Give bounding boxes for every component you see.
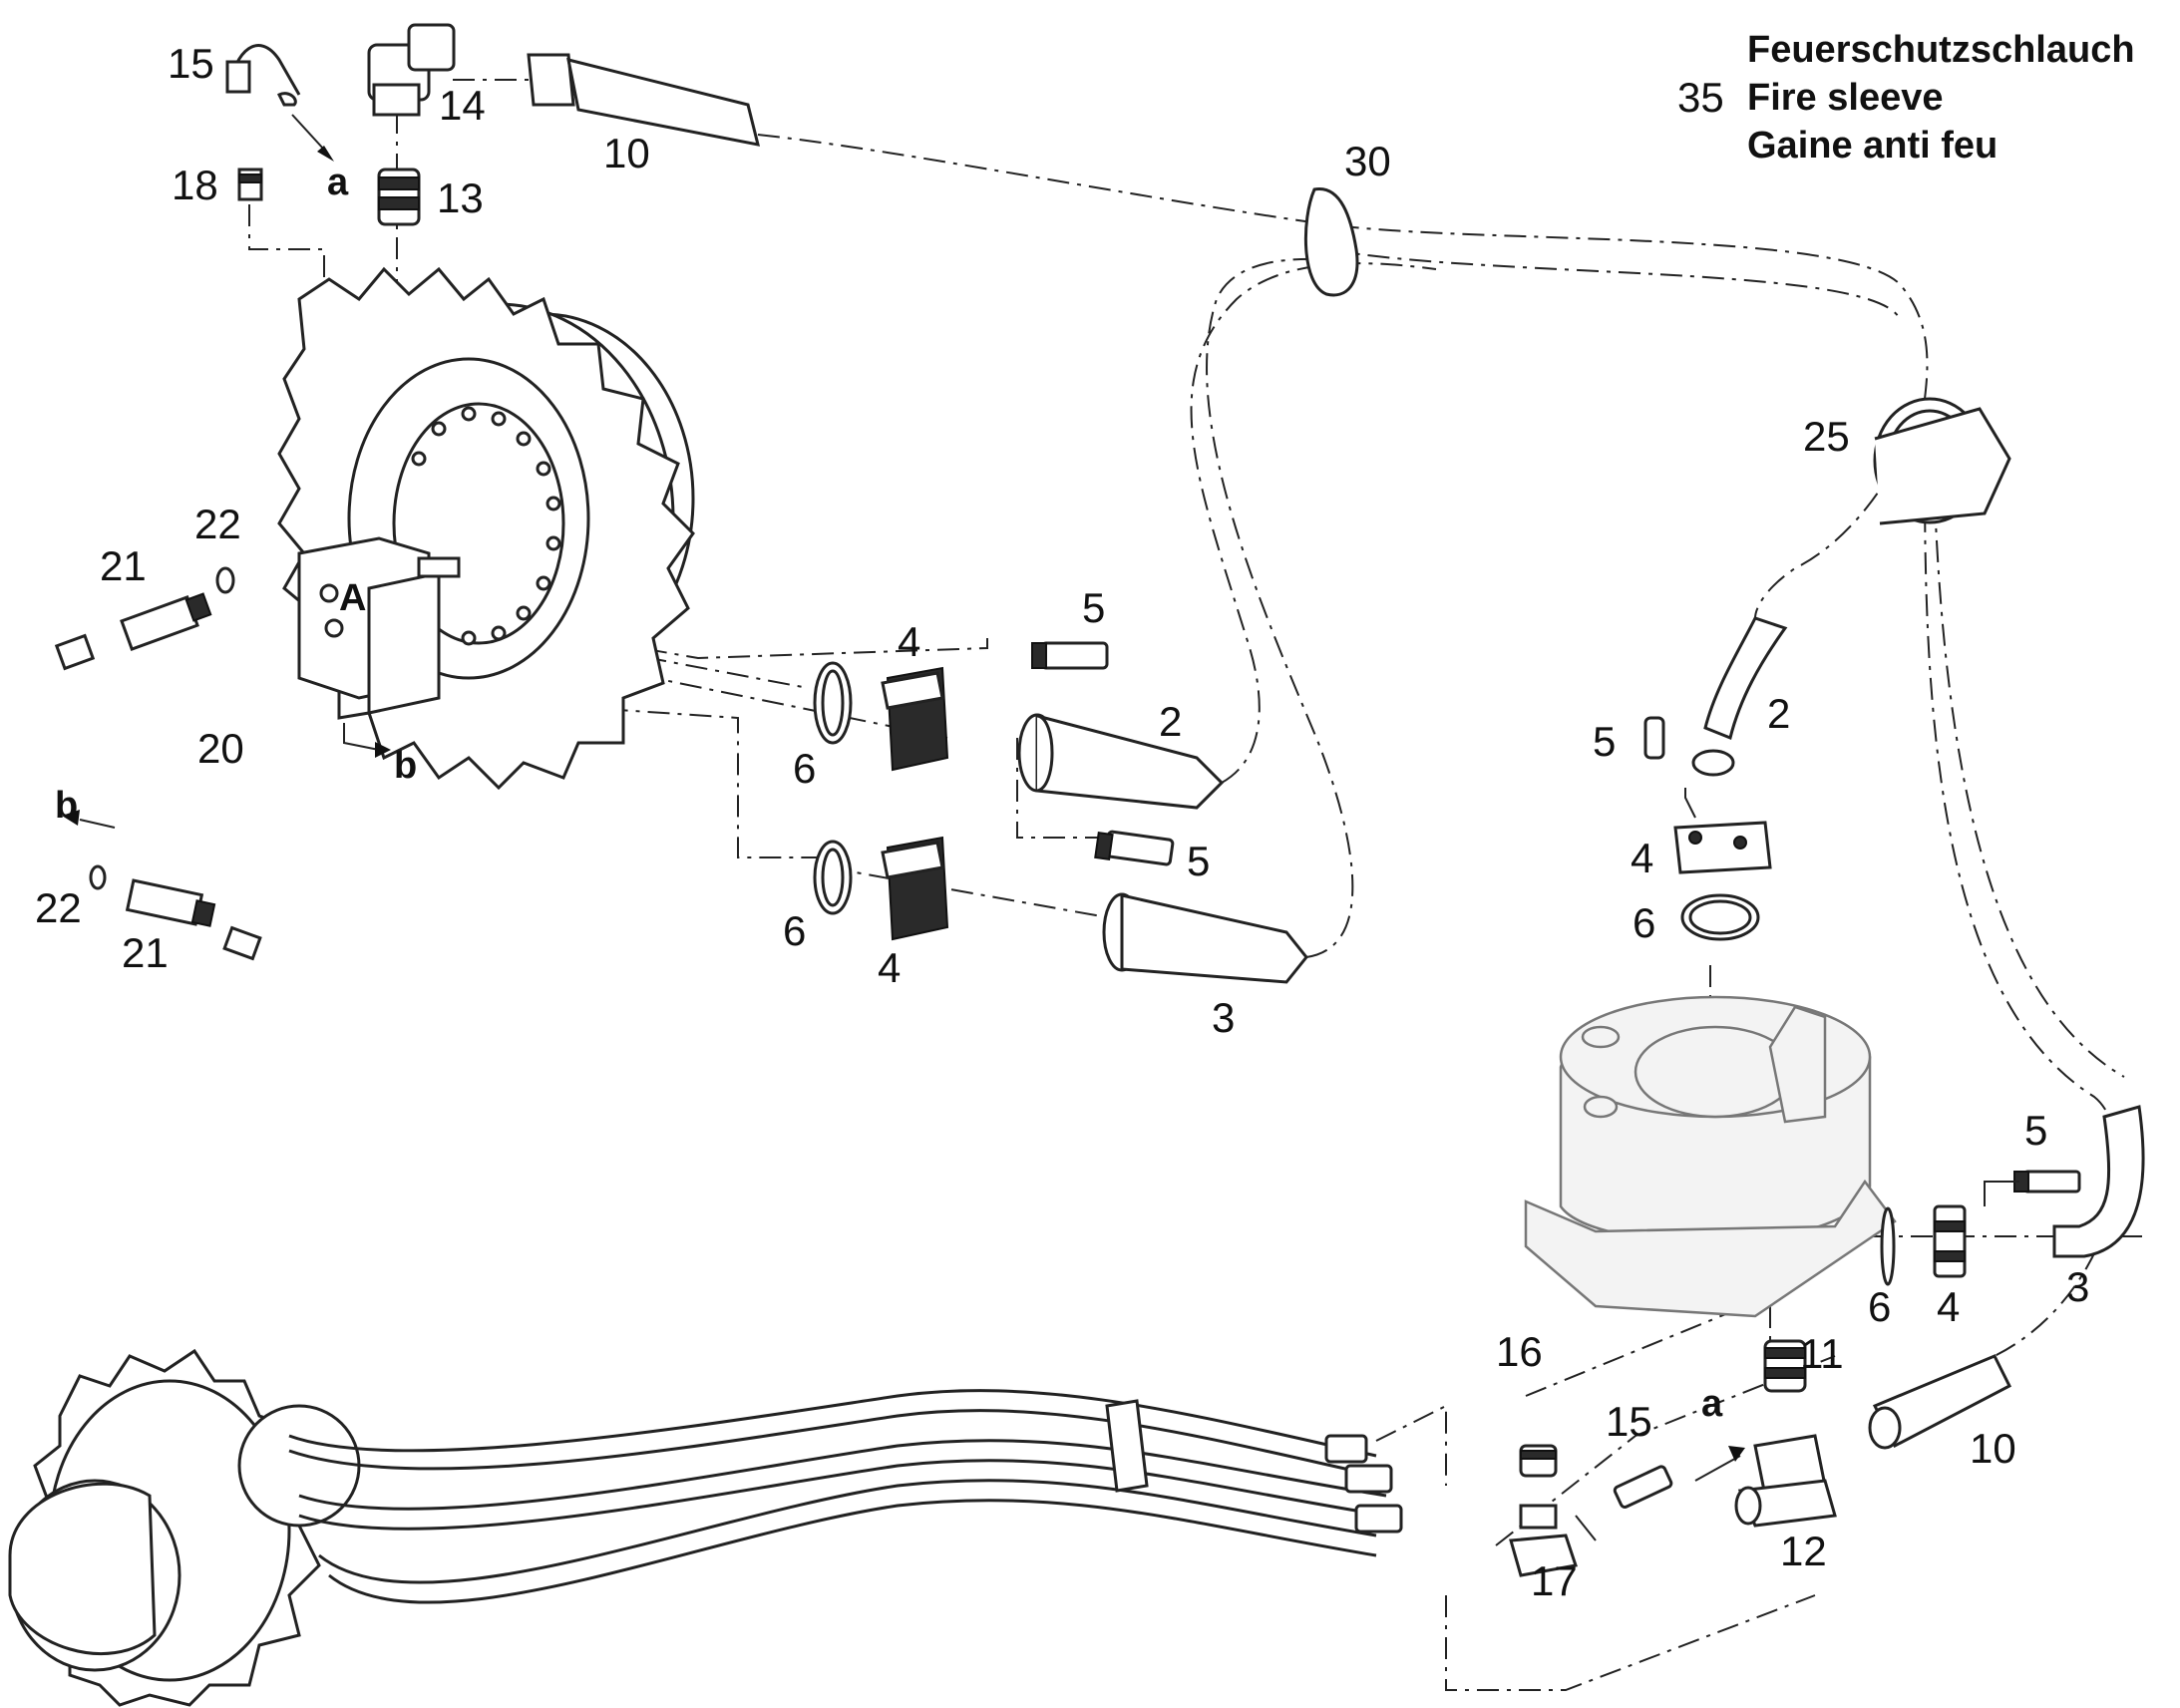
callout-2-a: 2 (1159, 698, 1182, 745)
callout-15-bottom: 15 (1606, 1398, 1652, 1445)
callout-4-d: 4 (1937, 1283, 1960, 1330)
arrow-b-motor-icon (375, 742, 391, 758)
callout-2-b: 2 (1767, 690, 1790, 737)
svg-text:A: A (339, 577, 366, 619)
legend: Feuerschutzschlauch 35 Fire sleeve Gaine… (1677, 29, 2135, 167)
callout-17: 17 (1531, 1557, 1578, 1604)
legend-number: 35 (1677, 74, 1724, 121)
callout-6-a: 6 (793, 745, 816, 792)
flow-arrows (62, 146, 1745, 1462)
callout-10-top: 10 (603, 130, 650, 176)
callout-22-top: 22 (194, 501, 241, 547)
marker-b-left: b (55, 785, 78, 827)
drive-motor-assembly: A (277, 266, 695, 791)
arrow-a-bottom-icon (1728, 1446, 1745, 1462)
rings (1303, 187, 2011, 525)
arrow-a-top-icon (317, 146, 334, 162)
hydraulic-line-20 (23, 566, 262, 961)
callout-4-b: 4 (878, 944, 901, 991)
rotary-joint-assembly (1524, 616, 2145, 1318)
callout-3-a: 3 (1212, 994, 1235, 1041)
callout-5-d: 5 (2024, 1107, 2047, 1154)
callout-25: 25 (1803, 413, 1850, 460)
callout-13: 13 (437, 174, 484, 221)
callout-18: 18 (172, 162, 218, 208)
callout-12: 12 (1780, 1528, 1827, 1574)
callout-30: 30 (1344, 138, 1391, 184)
callout-11: 11 (1800, 1330, 1844, 1377)
top-fittings (225, 23, 761, 226)
legend-french: Gaine anti feu (1747, 125, 1998, 167)
marker-a-bottom: a (1701, 1383, 1723, 1425)
callout-20: 20 (197, 725, 244, 772)
callout-21-bottom: 21 (122, 929, 169, 976)
marker-b-motor: b (394, 745, 417, 787)
callout-6-c: 6 (1633, 899, 1655, 946)
callout-4-c: 4 (1631, 835, 1653, 881)
callout-15-top: 15 (168, 40, 214, 87)
lower-motor-assembly (8, 1348, 1403, 1707)
callout-10-bottom: 10 (1970, 1425, 2016, 1472)
legend-german: Feuerschutzschlauch (1747, 29, 2135, 71)
callout-3-b: 3 (2066, 1263, 2089, 1310)
clamp-sets-upper (813, 641, 1308, 984)
callout-22-bottom: 22 (35, 884, 82, 931)
callout-14: 14 (439, 82, 486, 129)
lower-fittings (1509, 1339, 2012, 1577)
callout-4-a: 4 (898, 618, 920, 665)
callout-21-top: 21 (100, 542, 147, 589)
part-callouts: 15 14 10 18 13 30 25 22 21 20 22 21 5 4 … (35, 40, 2089, 1604)
marker-a-top: a (327, 162, 349, 203)
callout-5-b: 5 (1187, 838, 1210, 884)
arrow-b-left-icon (62, 810, 80, 826)
leader-lines (79, 114, 2019, 1541)
callout-16: 16 (1496, 1328, 1543, 1375)
callout-6-b: 6 (783, 907, 806, 954)
callout-5-a: 5 (1082, 584, 1105, 631)
callout-6-d: 6 (1868, 1283, 1891, 1330)
legend-english: Fire sleeve (1747, 77, 1943, 119)
callout-5-c: 5 (1593, 718, 1616, 765)
